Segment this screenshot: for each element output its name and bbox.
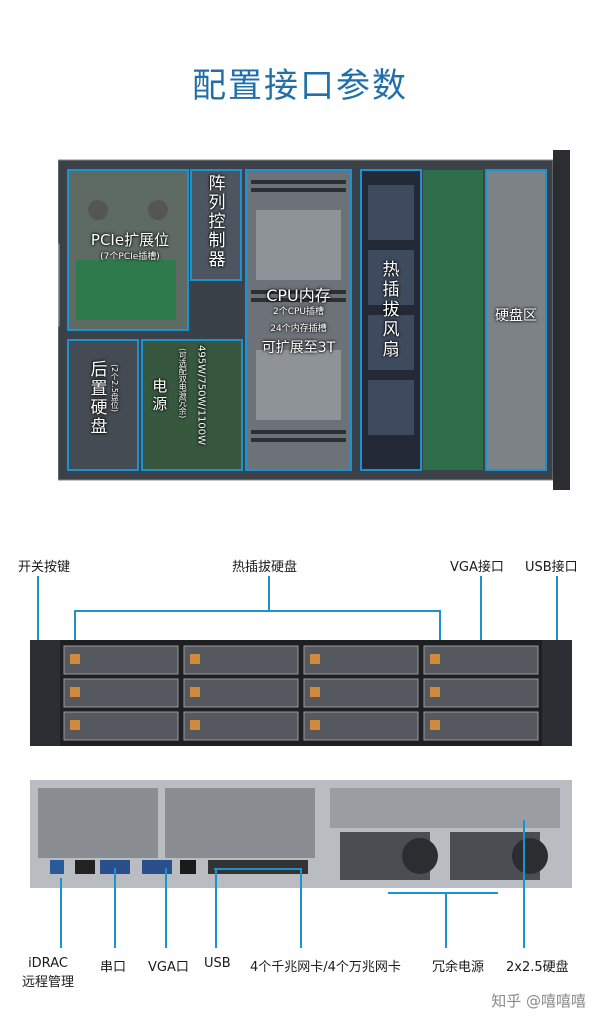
server-front-panel xyxy=(30,640,572,746)
cpu-sub-3: 可扩展至3T xyxy=(261,340,336,356)
raid-label: 阵列控制器 xyxy=(204,174,225,269)
psu-sub-2: (可选配双电源冗余) xyxy=(178,348,188,419)
disk-bay xyxy=(423,645,539,675)
leader-disk-right xyxy=(439,610,441,660)
disk-bay-led xyxy=(70,687,80,697)
fan-label: 热插拔风扇 xyxy=(378,260,399,360)
page-title: 配置接口参数 xyxy=(192,66,408,106)
disk-bay-led xyxy=(190,654,200,664)
disk-bay xyxy=(303,645,419,675)
disk-bay xyxy=(63,678,179,708)
cpu-sub-1: 2个CPU插槽 xyxy=(272,307,325,317)
disk-bay-led xyxy=(430,687,440,697)
label-rear-disk: 2x2.5硬盘 xyxy=(506,960,569,975)
label-hot-swap-disk: 热插拔硬盘 xyxy=(232,560,298,575)
disk-bay-led xyxy=(190,720,200,730)
leader-disk-left xyxy=(74,610,76,660)
pcie-label: PCIe扩展位 xyxy=(90,231,170,249)
server-top-view: PCIe扩展位 (7个PCIe插槽) 阵列控制器 CPU内存 2个CPU插槽 2… xyxy=(38,150,570,490)
leader-nic xyxy=(300,868,302,948)
cpu-label: CPU内存 xyxy=(266,286,331,305)
disk-bay-led xyxy=(70,720,80,730)
disk-bay-led xyxy=(310,687,320,697)
leader-vga-back xyxy=(165,868,167,948)
disk-bay-led xyxy=(430,654,440,664)
label-idrac: iDRAC 远程管理 xyxy=(22,956,75,990)
leader-psu xyxy=(445,892,447,948)
disk-bay xyxy=(183,711,299,741)
leader-back-disk xyxy=(523,820,525,948)
leader-disk-vert xyxy=(268,576,270,612)
disk-bay-led xyxy=(310,654,320,664)
pcie-sub-label: (7个PCIe插槽) xyxy=(100,252,160,262)
label-vga-back: VGA口 xyxy=(148,960,189,975)
label-vga-port: VGA接口 xyxy=(450,560,504,575)
disk-bay xyxy=(63,711,179,741)
disk-bay-led xyxy=(70,654,80,664)
leader-idrac xyxy=(60,878,62,948)
psu-label: 电源 xyxy=(150,378,169,414)
label-power-button: 开关按键 xyxy=(18,560,71,575)
leader-psu-h xyxy=(388,892,498,894)
chassis-illustration xyxy=(38,150,570,490)
leader-usb xyxy=(556,576,558,656)
leader-disk-horiz xyxy=(74,610,440,612)
label-nic: 4个千兆网卡/4个万兆网卡 xyxy=(250,960,401,975)
leader-serial xyxy=(114,868,116,948)
disk-bay xyxy=(423,711,539,741)
disk-bay xyxy=(303,711,419,741)
disk-bay xyxy=(303,678,419,708)
watermark: 知乎 @嘻嘻嘻 xyxy=(491,992,586,1010)
disk-bay-led xyxy=(430,720,440,730)
rear-disk-label: 后置硬盘 xyxy=(86,360,107,436)
front-illustration xyxy=(30,640,572,746)
leader-usb-back xyxy=(215,868,217,948)
leader-nic-h xyxy=(214,868,302,870)
rear-disk-sub: (2个2.5盘位) xyxy=(110,364,120,413)
disk-bay xyxy=(183,678,299,708)
label-usb-port: USB接口 xyxy=(525,560,578,575)
disk-bay xyxy=(63,645,179,675)
disk-zone-label: 硬盘区 xyxy=(495,308,537,324)
label-serial: 串口 xyxy=(100,960,127,975)
psu-sub-1: 495W/750W/1100W xyxy=(195,345,207,446)
disk-bay-led xyxy=(310,720,320,730)
disk-bay xyxy=(183,645,299,675)
label-redundant-psu: 冗余电源 xyxy=(432,960,485,975)
disk-bay xyxy=(423,678,539,708)
disk-bay-led xyxy=(190,687,200,697)
leader-vga xyxy=(480,576,482,680)
cpu-sub-2: 24个内存插槽 xyxy=(270,324,327,334)
label-usb-back: USB xyxy=(204,956,231,971)
leader-power xyxy=(37,576,39,666)
